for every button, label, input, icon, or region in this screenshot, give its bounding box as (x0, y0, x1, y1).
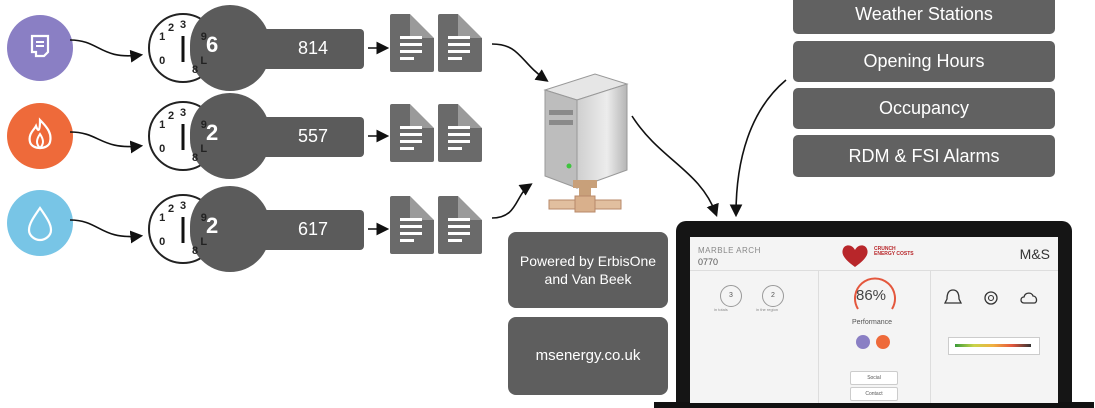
rank-total-label: in totals (714, 307, 728, 312)
document-icon (438, 14, 482, 72)
flame-icon (28, 117, 52, 150)
reading-value: 617 (298, 219, 329, 239)
dial-number: L (200, 236, 207, 248)
weather-stations-label: Weather Stations (793, 0, 1055, 34)
dial-number: 8 (192, 152, 198, 164)
gas-flame-icon (7, 103, 73, 169)
rank-total: 3 (720, 285, 742, 307)
social-button[interactable]: Social (850, 371, 898, 385)
gas-small-icon[interactable] (876, 335, 890, 349)
reading-bar (248, 210, 364, 250)
gear-icon (984, 291, 998, 305)
dial-number: L (200, 143, 207, 155)
document-pair-water (390, 196, 490, 258)
powered-by-box: Powered by ErbisOne and Van Beek (508, 232, 668, 308)
bell-icon (943, 289, 963, 304)
rank-region-label: in the region (756, 307, 779, 312)
document-pair-gas (390, 104, 490, 166)
dial-number: 2 (168, 110, 174, 122)
performance-label: Performance (852, 319, 893, 326)
dial-number: 1 (159, 212, 165, 224)
website-box: msenergy.co.uk (508, 317, 668, 395)
dial-number: L (200, 55, 207, 67)
alarms-label: RDM & FSI Alarms (793, 135, 1055, 177)
server-icon (543, 73, 629, 213)
document-icon (390, 14, 434, 72)
store-code: 0770 (698, 257, 719, 267)
electricity-small-icon[interactable] (856, 335, 870, 349)
document-icon (390, 196, 434, 254)
document-pair-electricity (390, 14, 490, 76)
reading-value: 557 (298, 126, 329, 146)
rank-region: 2 (762, 285, 784, 307)
dial-number: 8 (192, 64, 198, 76)
document-icon (438, 104, 482, 162)
dial-number: 9 (201, 212, 207, 224)
logo-text: CRUNCH ENERGY COSTS (874, 246, 914, 257)
reading-bar (248, 29, 364, 69)
heart-logo-icon (842, 245, 868, 267)
meter-plug-icon (30, 34, 50, 58)
reading-digit: 2 (206, 213, 219, 238)
reading-bar (248, 117, 364, 157)
drop-icon (27, 206, 53, 242)
dial-number: 0 (159, 143, 165, 155)
contact-button[interactable]: Contact (850, 387, 898, 401)
dial-number: 0 (159, 55, 165, 67)
dial-number: 3 (180, 19, 186, 31)
percent-gauge (854, 277, 896, 310)
cloud-icon (1020, 292, 1038, 304)
dial-number: 3 (180, 107, 186, 119)
dial-number: 1 (159, 31, 165, 43)
opening-hours-label: Opening Hours (793, 41, 1055, 82)
dial-number: 9 (201, 119, 207, 131)
occupancy-label: Occupancy (793, 88, 1055, 129)
store-name: MARBLE ARCH (698, 246, 761, 255)
dial-number: 2 (168, 203, 174, 215)
dial-number: 2 (168, 22, 174, 34)
reading-value: 814 (298, 38, 329, 58)
reading-digit: 2 (206, 120, 219, 145)
reading-digit: 6 (206, 32, 219, 57)
document-icon (438, 196, 482, 254)
water-drop-icon (7, 190, 73, 256)
performance-percent: 86% (856, 287, 887, 304)
energy-scale (948, 337, 1040, 355)
document-icon (390, 104, 434, 162)
dial-number: 8 (192, 245, 198, 257)
brand-logo: M&S (1019, 246, 1050, 262)
laptop-base (654, 402, 1094, 408)
electricity-meter-icon (7, 15, 73, 81)
dial-number: 0 (159, 236, 165, 248)
meter-row-water: 2 617 (148, 186, 368, 272)
dial-number: 3 (180, 200, 186, 212)
dial-number: 1 (159, 119, 165, 131)
dashboard-screen: MARBLE ARCH 0770 CRUNCH ENERGY COSTS M&S… (690, 237, 1058, 403)
dial-number: 9 (201, 31, 207, 43)
